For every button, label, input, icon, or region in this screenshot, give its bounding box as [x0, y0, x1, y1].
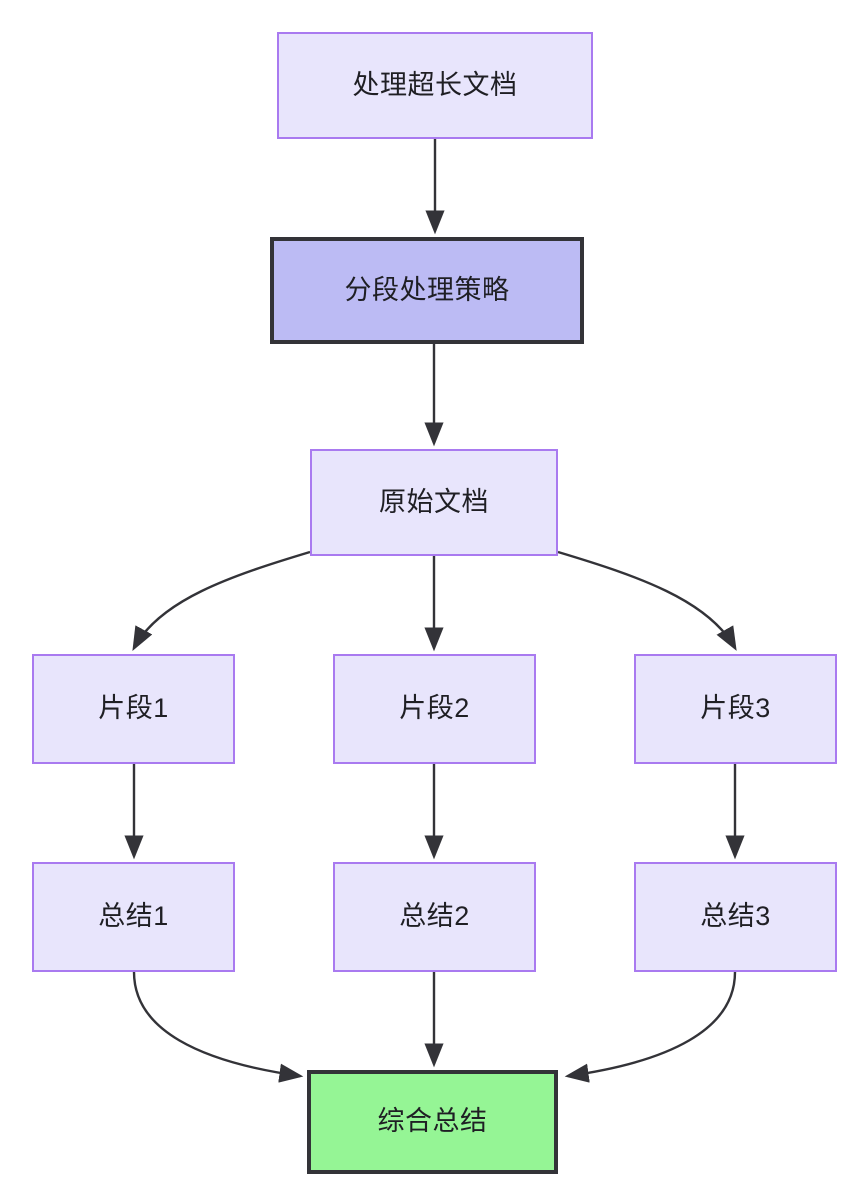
- flow-node-n4[interactable]: 片段1: [32, 654, 235, 764]
- flow-node-n10[interactable]: 综合总结: [307, 1070, 558, 1174]
- edge-n3-to-n4: [132, 550, 311, 651]
- edge-n3-to-n6: [557, 550, 737, 651]
- flow-node-n6[interactable]: 片段3: [634, 654, 837, 764]
- flow-node-n7[interactable]: 总结1: [32, 862, 235, 972]
- flow-node-label-n10: 综合总结: [377, 1106, 488, 1137]
- flow-node-label-n4: 片段1: [98, 693, 169, 724]
- edge-n7-to-n10: [132, 971, 304, 1083]
- flow-node-n9[interactable]: 总结3: [634, 862, 837, 972]
- flow-node-label-n6: 片段3: [700, 693, 771, 724]
- flow-node-label-n8: 总结2: [399, 901, 470, 932]
- flow-node-label-n1: 处理超长文档: [352, 69, 518, 100]
- flow-node-label-n7: 总结1: [98, 901, 169, 932]
- flow-node-label-n9: 总结3: [700, 901, 771, 932]
- flow-node-label-n2: 分段处理策略: [344, 274, 510, 305]
- flow-node-label-n5: 片段2: [399, 693, 470, 724]
- flow-node-label-n3: 原始文档: [379, 486, 489, 517]
- flow-node-n1[interactable]: 处理超长文档: [277, 32, 593, 139]
- flow-node-n2[interactable]: 分段处理策略: [270, 237, 584, 344]
- flow-node-n8[interactable]: 总结2: [333, 862, 536, 972]
- flow-node-n3[interactable]: 原始文档: [310, 449, 558, 556]
- flow-node-n5[interactable]: 片段2: [333, 654, 536, 764]
- edge-n9-to-n10: [564, 971, 737, 1083]
